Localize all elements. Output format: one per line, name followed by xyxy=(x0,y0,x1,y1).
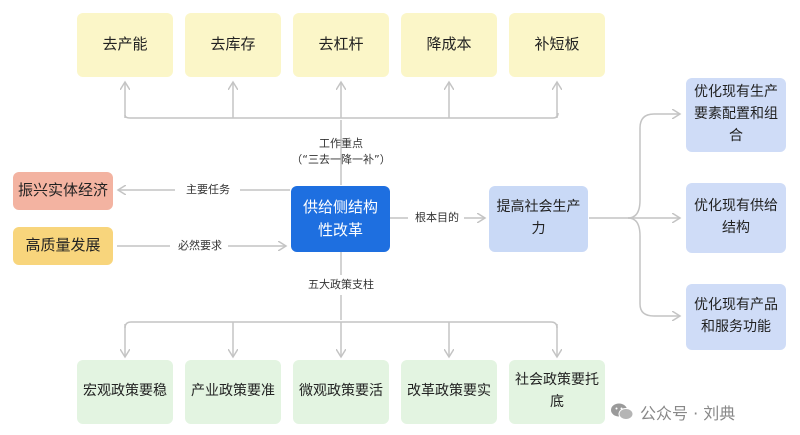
box-reform-policy: 改革政策要实 xyxy=(401,360,497,424)
wechat-icon xyxy=(611,403,634,420)
label-root-purpose: 根本目的 xyxy=(415,211,459,224)
box-optimize-supply-structure: 优化现有供给结构 xyxy=(686,183,786,253)
box-optimize-factors: 优化现有生产要素配置和组合 xyxy=(686,78,786,152)
watermark-text: 公众号 · 刘典 xyxy=(640,404,736,423)
label-main-task: 主要任务 xyxy=(186,183,230,196)
label-work-focus: 工作重点 xyxy=(319,137,363,150)
box-social-policy: 社会政策要托底 xyxy=(509,360,605,424)
box-high-quality-development: 高质量发展 xyxy=(13,227,113,265)
label-pillars: 五大政策支柱 xyxy=(308,278,374,291)
box-optimize-products-services: 优化现有产品和服务功能 xyxy=(686,284,786,350)
watermark: 公众号 · 刘典 xyxy=(610,400,735,424)
box-industrial-policy: 产业政策要准 xyxy=(185,360,281,424)
box-macro-policy: 宏观政策要稳 xyxy=(77,360,173,424)
fan-bottom xyxy=(627,217,680,316)
box-cut-inventory: 去库存 xyxy=(185,13,281,77)
box-reduce-cost: 降成本 xyxy=(401,13,497,77)
box-deleverage: 去杠杆 xyxy=(293,13,389,77)
fan-top xyxy=(627,114,680,219)
label-requirement: 必然要求 xyxy=(178,239,222,252)
box-raise-productivity: 提高社会生产力 xyxy=(489,186,588,252)
box-supply-side-reform: 供给侧结构性改革 xyxy=(291,186,390,252)
box-shore-up: 补短板 xyxy=(509,13,605,77)
box-cut-capacity: 去产能 xyxy=(77,13,173,77)
label-work-focus-detail: （“三去一降一补”） xyxy=(291,153,391,166)
box-micro-policy: 微观政策要活 xyxy=(293,360,389,424)
box-revitalize-economy: 振兴实体经济 xyxy=(13,172,113,210)
